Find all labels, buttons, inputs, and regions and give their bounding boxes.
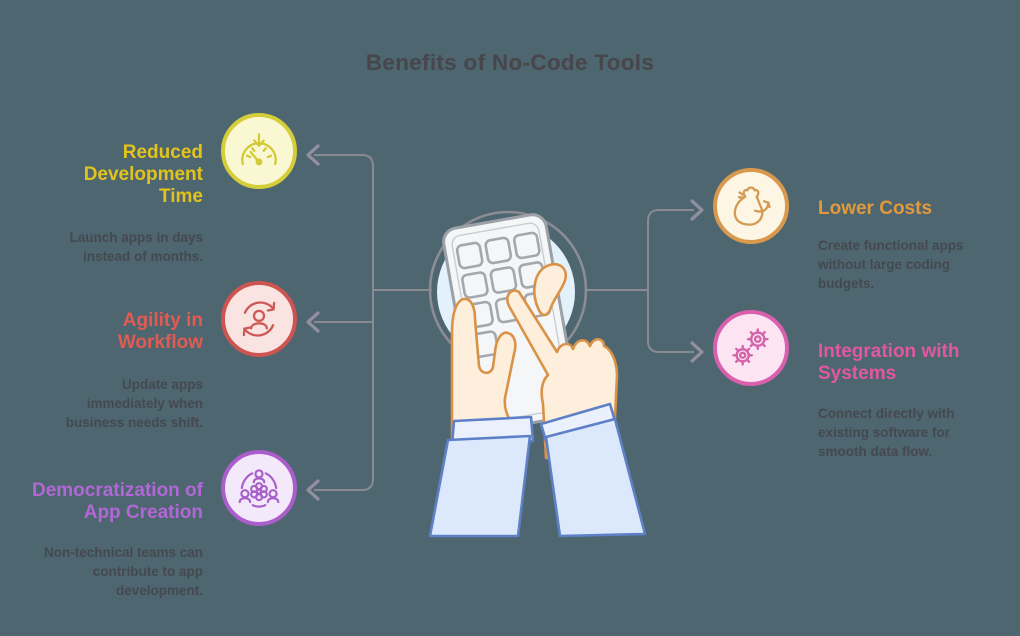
right-thumb	[533, 262, 568, 317]
benefit-description-reduced-development-time: Launch apps in days instead of months.	[69, 230, 203, 264]
page-title: Benefits of No-Code Tools	[365, 50, 655, 75]
left-sleeve	[428, 434, 532, 538]
gears-icon	[713, 310, 789, 386]
right-sleeve	[544, 417, 647, 538]
arrow-left-bottom-icon	[306, 479, 320, 501]
person-refresh-icon	[221, 281, 297, 357]
arrow-right-top-icon	[690, 199, 704, 221]
benefit-label-reduced-development-time: Reduced Development Time	[83, 142, 203, 207]
benefit-label-democratization-of-app-creation: Democratization of App Creation	[31, 480, 203, 523]
money-bag-icon	[713, 168, 789, 244]
gauge-down-icon	[221, 113, 297, 189]
benefit-label-integration-with-systems: Integration with Systems	[818, 341, 960, 384]
benefit-description-agility-in-workflow: Update apps immediately when business ne…	[65, 377, 203, 430]
connector-lines	[314, 154, 694, 491]
benefit-description-lower-costs: Create functional apps without large cod…	[818, 238, 964, 291]
benefit-label-agility-in-workflow: Agility in Workflow	[117, 310, 203, 353]
arrow-left-mid-icon	[306, 311, 320, 333]
team-gear-icon	[221, 450, 297, 526]
arrow-left-top-icon	[306, 144, 320, 166]
hands-phone-illustration	[428, 210, 647, 538]
benefit-label-lower-costs: Lower Costs	[818, 198, 933, 219]
benefit-description-integration-with-systems: Connect directly with existing software …	[818, 406, 955, 459]
arrowheads	[306, 144, 704, 501]
arrow-right-bottom-icon	[690, 341, 704, 363]
benefit-description-democratization-of-app-creation: Non-technical teams can contribute to ap…	[43, 545, 203, 598]
